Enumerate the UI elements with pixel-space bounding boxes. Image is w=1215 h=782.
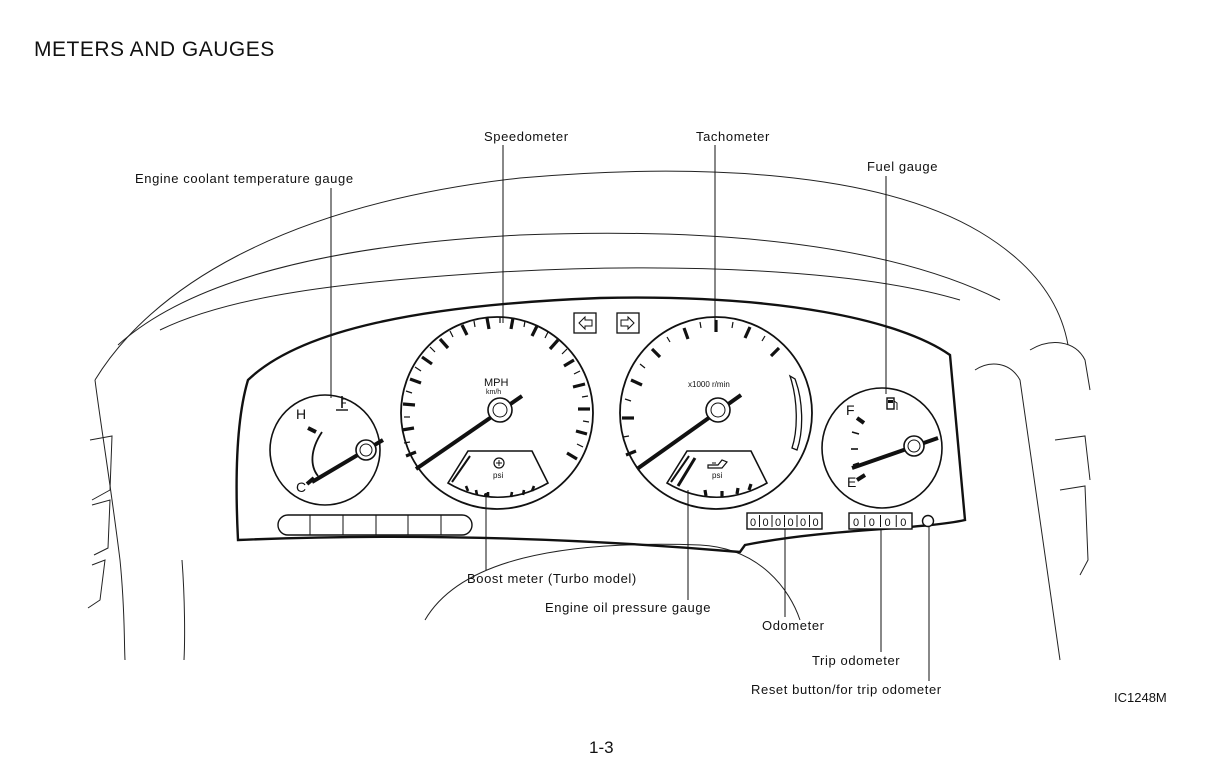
callout-speedometer: Speedometer bbox=[484, 129, 569, 144]
figure-code: IC1248M bbox=[1114, 690, 1167, 705]
oil-psi-label: psi bbox=[712, 471, 722, 480]
odometer-digit: 0 bbox=[788, 517, 794, 529]
page-number: 1-3 bbox=[589, 738, 614, 757]
speed-unit-metric-label: km/h bbox=[486, 389, 501, 396]
column-left-inner bbox=[181, 559, 186, 661]
fuel-empty-label: E bbox=[847, 474, 856, 490]
steering-column-outline bbox=[424, 543, 801, 621]
boost-psi-label: psi bbox=[493, 471, 503, 480]
callout-coolant-gauge: Engine coolant temperature gauge bbox=[135, 171, 354, 186]
vent-left-2 bbox=[91, 499, 111, 556]
fuel-gauge: F E bbox=[821, 387, 943, 509]
tachometer-gauge: x1000 r/min psi bbox=[619, 316, 813, 510]
odometer-digit: 0 bbox=[763, 517, 769, 529]
trip-digit: 0 bbox=[869, 517, 875, 529]
warning-light-strip bbox=[277, 514, 473, 536]
speedometer-gauge: MPH km/h psi bbox=[400, 316, 594, 510]
odometer-digit: 0 bbox=[813, 517, 819, 529]
vent-left-1 bbox=[89, 435, 113, 501]
dashboard-hood-inner bbox=[117, 232, 1001, 346]
odometer-digit: 0 bbox=[800, 517, 806, 529]
odometer-display: 0 0 0 0 0 0 bbox=[746, 512, 823, 530]
callout-boost-meter: Boost meter (Turbo model) bbox=[467, 571, 637, 586]
trip-digit: 0 bbox=[885, 517, 891, 529]
temp-hot-label: H bbox=[296, 406, 306, 422]
vent-right-top bbox=[1029, 342, 1091, 391]
callout-reset-button: Reset button/for trip odometer bbox=[751, 682, 942, 697]
oil-pressure-gauge: psi bbox=[665, 450, 769, 498]
vent-left-3 bbox=[87, 559, 106, 609]
callout-oil-pressure-gauge: Engine oil pressure gauge bbox=[545, 600, 712, 615]
vent-right-1 bbox=[1054, 435, 1091, 481]
vent-right-2 bbox=[1059, 485, 1089, 576]
column-right bbox=[974, 363, 1061, 661]
leader-lines bbox=[330, 145, 930, 681]
callout-fuel-gauge: Fuel gauge bbox=[867, 159, 939, 174]
temp-cold-label: C bbox=[296, 479, 306, 495]
fuel-pump-icon bbox=[886, 397, 898, 410]
fuel-full-label: F bbox=[846, 402, 855, 418]
trip-digit: 0 bbox=[900, 517, 906, 529]
trip-digit: 0 bbox=[853, 517, 859, 529]
callout-trip-odometer: Trip odometer bbox=[812, 653, 901, 668]
speed-unit-label: MPH bbox=[484, 377, 509, 389]
trip-odometer-display: 0 0 0 0 bbox=[848, 512, 913, 530]
dashboard-hood-outer bbox=[94, 170, 1069, 381]
tach-redline-zone bbox=[788, 374, 803, 451]
oil-can-icon bbox=[707, 459, 728, 469]
turn-signal-left-icon bbox=[573, 312, 597, 334]
page-title: METERS AND GAUGES bbox=[34, 38, 275, 61]
odometer-digit: 0 bbox=[775, 517, 781, 529]
callout-odometer: Odometer bbox=[762, 618, 825, 633]
trip-reset-button bbox=[921, 514, 935, 528]
thermometer-icon bbox=[336, 396, 348, 411]
turn-signal-right-icon bbox=[616, 312, 640, 334]
column-left bbox=[94, 379, 126, 661]
dashboard-hood-line bbox=[159, 267, 961, 331]
tach-unit-label: x1000 r/min bbox=[688, 380, 730, 389]
coolant-temperature-gauge: H C bbox=[269, 394, 385, 506]
odometer-digit: 0 bbox=[750, 517, 756, 529]
callout-tachometer: Tachometer bbox=[696, 129, 770, 144]
boost-meter: psi bbox=[446, 450, 550, 498]
turbo-icon bbox=[493, 457, 505, 469]
